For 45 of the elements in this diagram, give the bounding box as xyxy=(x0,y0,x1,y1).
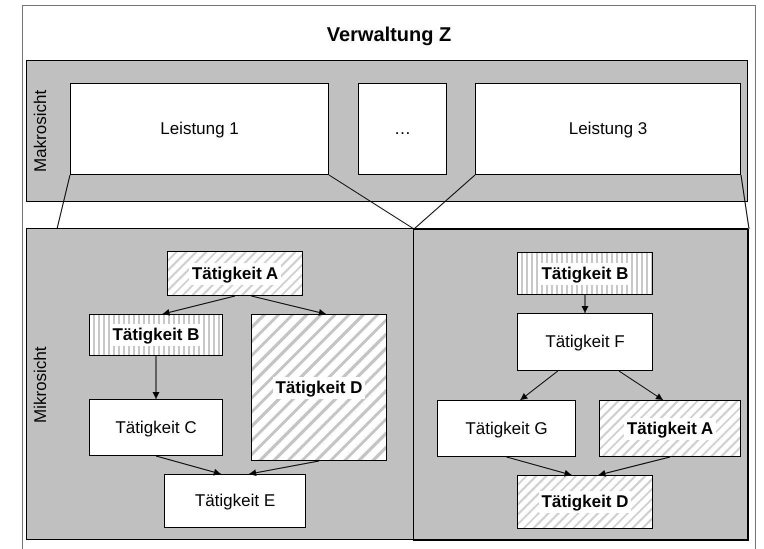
box-label: Tätigkeit D xyxy=(538,491,632,513)
box-label: Tätigkeit C xyxy=(114,416,198,438)
arrow xyxy=(506,456,572,476)
process-box xyxy=(89,399,223,456)
view-label: Mikrosicht xyxy=(31,346,51,422)
process-box xyxy=(475,83,741,175)
box-label: Tätigkeit D xyxy=(272,376,366,398)
process-box xyxy=(517,252,653,295)
arrow xyxy=(250,296,326,316)
view-band xyxy=(26,60,748,202)
box-label: Verwaltung Z xyxy=(326,24,452,47)
process-box xyxy=(164,474,306,528)
arrow xyxy=(618,370,664,400)
outer-frame xyxy=(22,5,756,549)
box-label: Tätigkeit A xyxy=(188,262,282,284)
box-label: Tätigkeit F xyxy=(544,331,626,353)
box-label: Tätigkeit A xyxy=(624,418,716,440)
view-label: Makrosicht xyxy=(31,90,51,172)
arrow xyxy=(582,294,588,314)
process-box xyxy=(70,83,329,175)
process-box xyxy=(89,314,223,356)
view-band xyxy=(26,228,748,540)
box-label: Tätigkeit E xyxy=(194,490,276,512)
arrow xyxy=(156,456,222,476)
box-label: Tätigkeit B xyxy=(110,324,202,346)
zoom-line xyxy=(414,174,476,230)
process-box xyxy=(517,475,653,529)
box-label: … xyxy=(393,118,412,140)
arrow xyxy=(248,460,320,476)
detail-panel xyxy=(414,229,749,541)
zoom-line xyxy=(328,174,414,230)
process-box xyxy=(517,313,653,371)
process-box xyxy=(167,251,303,296)
arrow xyxy=(598,456,670,477)
process-box xyxy=(599,400,741,457)
process-box xyxy=(358,83,447,175)
arrow xyxy=(520,370,558,400)
process-box xyxy=(251,314,387,461)
process-box xyxy=(437,400,576,457)
arrow xyxy=(162,296,236,316)
box-label: Tätigkeit G xyxy=(464,418,549,440)
box-label: Leistung 1 xyxy=(159,118,240,140)
zoom-line xyxy=(56,174,70,230)
box-label: Leistung 3 xyxy=(568,118,648,140)
arrow xyxy=(152,356,160,400)
